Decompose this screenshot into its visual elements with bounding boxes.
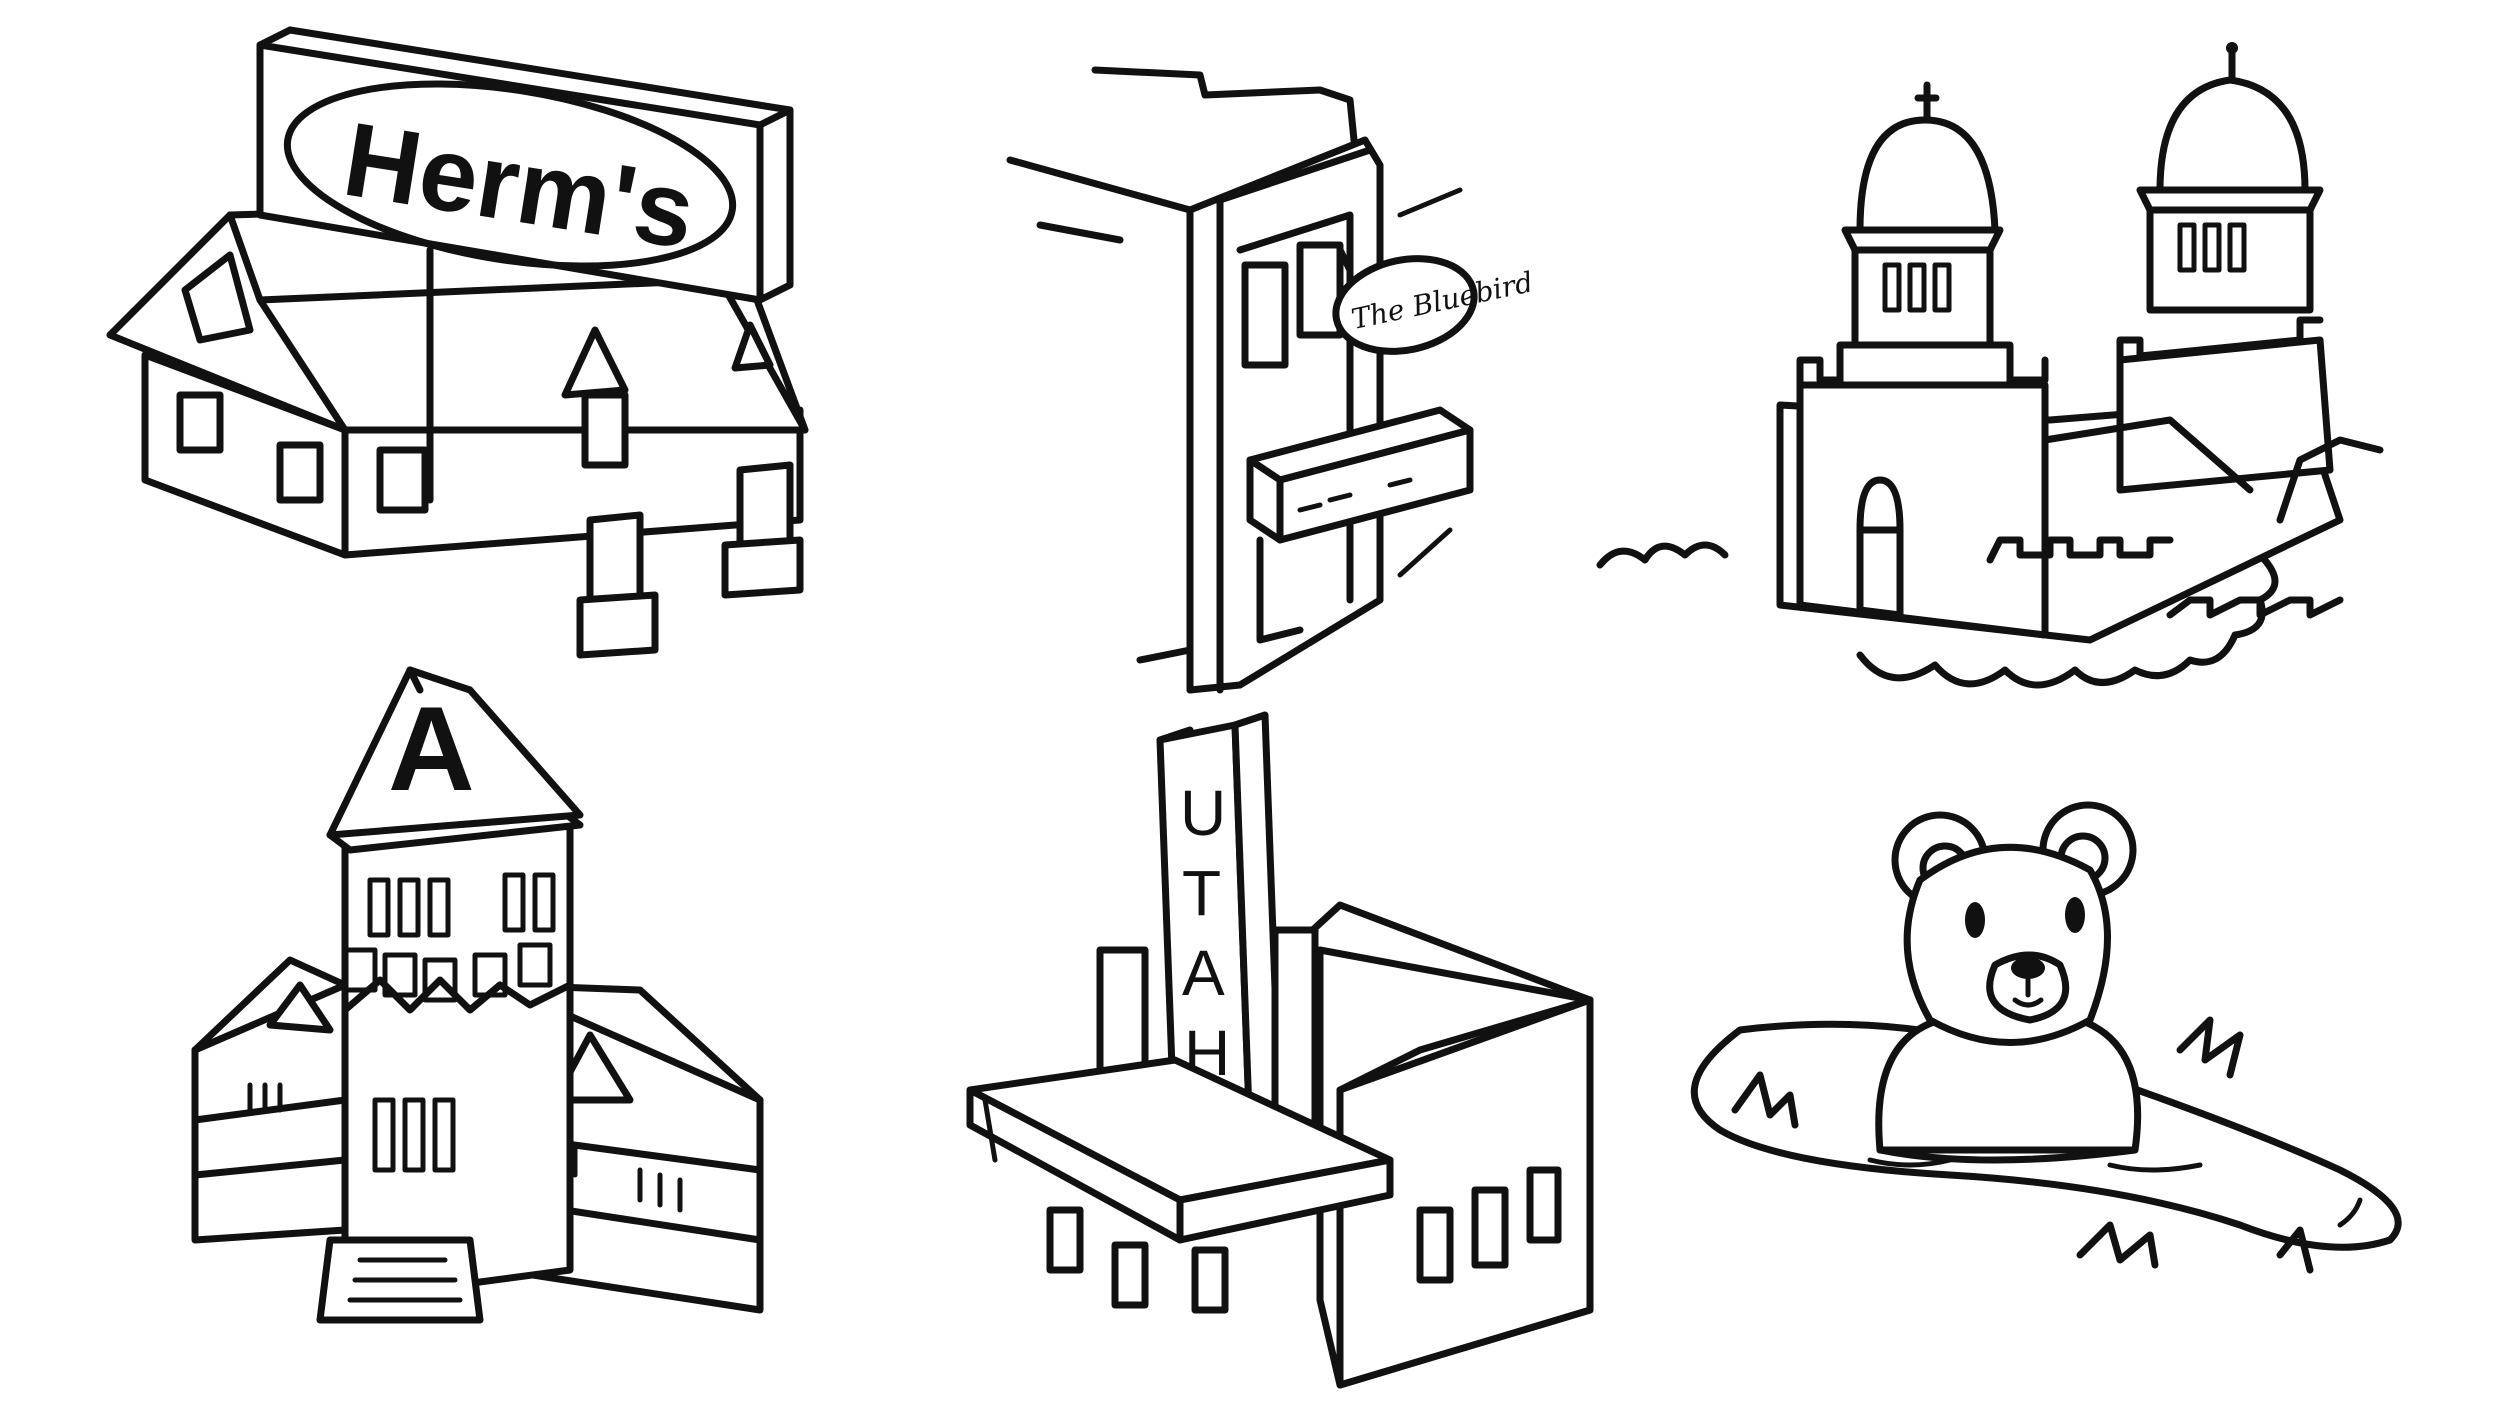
utah-letter-u: U [1180, 777, 1226, 849]
bluebird-drawing: The Bluebird [1006, 66, 1536, 694]
utah-letter-a: A [1182, 937, 1225, 1009]
utah-letter-t: T [1182, 857, 1221, 929]
utah-theater-drawing: U T A H [966, 711, 1594, 1389]
tower-a-drawing: A [191, 666, 764, 1324]
bear-drawing [1690, 801, 2402, 1274]
herms-drawing: Herm's [106, 26, 809, 659]
cathedral-drawing [1596, 42, 2384, 689]
tower-a-letter: A [388, 682, 475, 816]
